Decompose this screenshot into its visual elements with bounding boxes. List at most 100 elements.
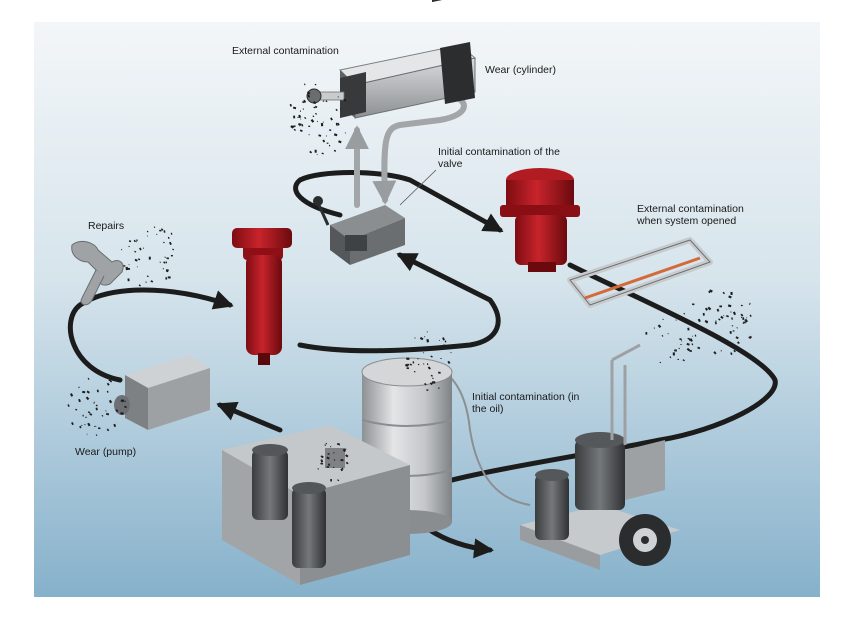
contamination-particle [692, 335, 693, 337]
contamination-particle [325, 100, 328, 103]
contamination-particle [333, 452, 335, 454]
hacksaw [567, 237, 713, 308]
contamination-particle [340, 107, 342, 110]
contamination-particle [345, 461, 349, 465]
contamination-particle [329, 129, 332, 131]
contamination-particle [95, 407, 98, 411]
contamination-particle [326, 466, 329, 468]
contamination-particle [326, 456, 330, 460]
contamination-particle [128, 240, 132, 243]
contamination-particle [705, 321, 708, 324]
contamination-particle [82, 414, 84, 417]
contamination-particle [128, 264, 130, 266]
contamination-particle [307, 94, 311, 98]
contamination-particle [78, 386, 80, 389]
contamination-particle [93, 401, 96, 403]
contamination-particle [302, 108, 304, 110]
contamination-particle [424, 382, 427, 386]
contamination-particle [333, 459, 336, 461]
contamination-particle [136, 266, 138, 268]
contamination-particle [327, 452, 330, 455]
contamination-particle [732, 311, 737, 316]
contamination-particle [679, 338, 682, 341]
return-filter [500, 168, 580, 272]
contamination-particle [730, 311, 732, 313]
contamination-particle [661, 334, 664, 337]
contamination-particle [301, 124, 304, 127]
callout-lines [399, 169, 437, 206]
contamination-particle [162, 268, 165, 270]
label-initial-contamination-oil: Initial contamination (in the oil) [472, 391, 580, 415]
contamination-particle [146, 230, 149, 233]
contamination-particle [320, 122, 324, 127]
directional-valve [313, 196, 405, 265]
contamination-particle [697, 318, 701, 323]
contamination-particle [732, 330, 735, 332]
contamination-particle [733, 349, 736, 353]
contamination-particle [95, 425, 97, 427]
contamination-particle [749, 302, 751, 304]
hose-valve-to-return-filter [293, 170, 504, 233]
contamination-particle [669, 356, 672, 359]
contamination-particle [743, 321, 746, 324]
contamination-particle [709, 289, 713, 293]
contamination-particle [113, 423, 117, 428]
contamination-particle [444, 340, 447, 343]
contamination-particle [163, 261, 166, 264]
contamination-particle [146, 235, 149, 237]
contamination-particle [308, 125, 311, 127]
contamination-particle [303, 99, 307, 103]
contamination-particle [740, 304, 743, 307]
contamination-particle [662, 318, 664, 320]
contamination-particle [138, 284, 141, 287]
contamination-particle [333, 149, 337, 152]
contamination-particle [337, 443, 340, 446]
contamination-particle [694, 334, 697, 337]
pressure-filter [232, 228, 292, 365]
contamination-particle [78, 398, 81, 403]
contamination-particle [447, 360, 451, 364]
contamination-particle [423, 363, 425, 365]
contamination-particle [298, 123, 302, 126]
contamination-particle [719, 305, 722, 308]
contamination-particle [742, 317, 745, 321]
contamination-particle [86, 390, 90, 394]
contamination-particle [406, 367, 410, 370]
contamination-particle [120, 412, 124, 415]
contamination-particle [137, 258, 141, 261]
contamination-particle [127, 278, 130, 282]
contamination-particle [680, 343, 682, 346]
contamination-particle [105, 410, 107, 412]
contamination-particle [159, 261, 162, 263]
contamination-particle [134, 250, 137, 253]
contamination-particle [722, 291, 726, 295]
contamination-particle [344, 448, 347, 450]
contamination-particle [716, 308, 720, 312]
contamination-particle [172, 248, 175, 251]
contamination-particle [87, 411, 91, 414]
contamination-particle [335, 122, 338, 125]
contamination-particle [748, 303, 751, 305]
contamination-particle [320, 459, 324, 463]
contamination-particle [675, 319, 677, 321]
contamination-particle [442, 337, 445, 341]
contamination-particle [737, 342, 739, 344]
label-initial-contamination-valve: Initial contamination of the valve [438, 146, 560, 170]
contamination-particle [124, 400, 126, 402]
contamination-particle [135, 241, 137, 243]
contamination-particle [313, 101, 317, 105]
contamination-particle [742, 322, 744, 325]
contamination-particle [168, 241, 172, 246]
contamination-particle [84, 423, 86, 426]
contamination-particle [740, 313, 744, 317]
contamination-particle [746, 317, 748, 319]
contamination-particle [299, 129, 303, 132]
contamination-particle [338, 140, 342, 144]
contamination-particle [443, 344, 445, 346]
contamination-particle [691, 343, 694, 346]
contamination-particle [156, 233, 158, 235]
label-repairs: Repairs [88, 220, 125, 232]
contamination-particle [687, 337, 690, 340]
label-wear-pump: Wear (pump) [75, 446, 137, 458]
